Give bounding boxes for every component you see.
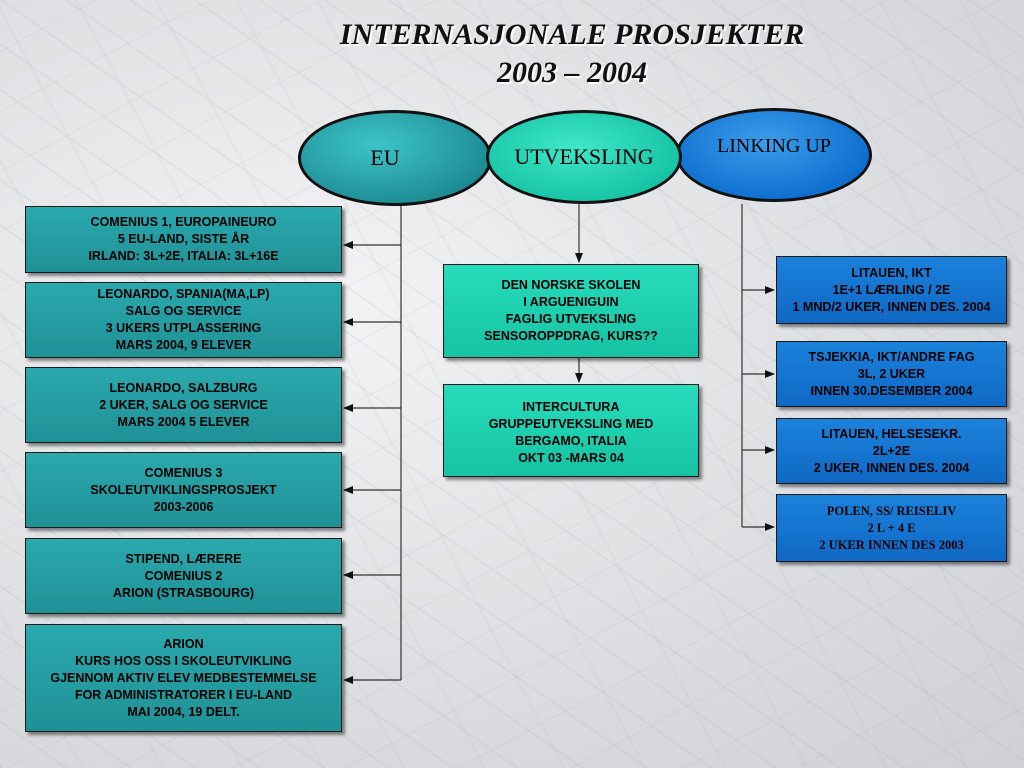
- eu-box-comenius1: COMENIUS 1, EUROPAINEURO 5 EU-LAND, SIST…: [25, 206, 342, 273]
- box-line: 2 UKER INNEN DES 2003: [819, 537, 964, 552]
- box-line: ARION (STRASBOURG): [113, 585, 254, 600]
- box-line: TSJEKKIA, IKT/ANDRE FAG: [808, 349, 975, 364]
- box-line: STIPEND, LÆRERE: [125, 551, 242, 566]
- box-line: INNEN 30.DESEMBER 2004: [810, 383, 973, 398]
- li-box-litauen-ikt: LITAUEN, IKT 1E+1 LÆRLING / 2E 1 MND/2 U…: [776, 256, 1007, 324]
- box-line: MARS 2004 5 ELEVER: [117, 414, 250, 429]
- box-line: 2 UKER, SALG OG SERVICE: [99, 397, 268, 412]
- box-line: GRUPPEUTVEKSLING MED: [488, 417, 654, 431]
- box-line: LITAUEN, HELSESEKR.: [821, 426, 962, 441]
- box-line: IRLAND: 3L+2E, ITALIA: 3L+16E: [88, 249, 279, 263]
- category-utveksling-label: UTVEKSLING: [514, 144, 654, 169]
- page-subtitle: 2003 – 2004: [497, 56, 647, 89]
- box-line: ARION: [163, 636, 204, 651]
- eu-box-stipend: STIPEND, LÆRERE COMENIUS 2 ARION (STRASB…: [25, 538, 342, 614]
- li-box-polen: POLEN, SS/ REISELIV 2 L + 4 E 2 UKER INN…: [776, 494, 1007, 562]
- box-line: SKOLEUTVIKLINGSPROSJEKT: [90, 482, 277, 497]
- box-line: COMENIUS 3: [144, 465, 223, 480]
- box-line: 1E+1 LÆRLING / 2E: [832, 282, 951, 297]
- box-line: LEONARDO, SALZBURG: [109, 380, 258, 395]
- category-eu-label: EU: [370, 145, 400, 170]
- eu-box-leonardo-spania: LEONARDO, SPANIA(MA,LP) SALG OG SERVICE …: [25, 282, 342, 358]
- category-linking-up-label: LINKING UP: [717, 135, 831, 157]
- box-line: 3 UKERS UTPLASSERING: [105, 321, 262, 335]
- box-line: OKT 03 -MARS 04: [518, 451, 624, 465]
- eu-box-arion: ARION KURS HOS OSS I SKOLEUTVIKLING GJEN…: [25, 624, 342, 732]
- box-line: COMENIUS 2: [144, 568, 223, 583]
- category-utveksling-ellipse: UTVEKSLING: [486, 110, 682, 204]
- box-line: 2L+2E: [872, 443, 911, 458]
- page-title: INTERNASJONALE PROSJEKTER: [339, 18, 805, 51]
- box-line: GJENNOM AKTIV ELEV MEDBESTEMMELSE: [50, 670, 317, 685]
- box-line: 2 L + 4 E: [867, 520, 916, 535]
- box-line: MAI 2004, 19 DELT.: [127, 704, 240, 719]
- box-line: DEN NORSKE SKOLEN: [501, 278, 641, 292]
- box-line: BERGAMO, ITALIA: [515, 434, 627, 448]
- box-line: LEONARDO, SPANIA(MA,LP): [97, 287, 270, 301]
- box-line: I ARGUENIGUIN: [523, 295, 619, 309]
- eu-box-comenius3: COMENIUS 3 SKOLEUTVIKLINGSPROSJEKT 2003-…: [25, 452, 342, 528]
- box-line: 2003-2006: [153, 499, 214, 514]
- box-line: FOR ADMINISTRATORER I EU-LAND: [74, 687, 293, 702]
- box-line: FAGLIG UTVEKSLING: [505, 312, 637, 326]
- box-line: POLEN, SS/ REISELIV: [826, 503, 957, 518]
- eu-box-leonardo-salzburg: LEONARDO, SALZBURG 2 UKER, SALG OG SERVI…: [25, 367, 342, 443]
- li-box-litauen-helsesekr: LITAUEN, HELSESEKR. 2L+2E 2 UKER, INNEN …: [776, 418, 1007, 484]
- box-line: 1 MND/2 UKER, INNEN DES. 2004: [792, 299, 991, 314]
- box-line: 5 EU-LAND, SISTE ÅR: [117, 232, 250, 246]
- box-line: MARS 2004, 9 ELEVER: [115, 338, 252, 352]
- box-line: LITAUEN, IKT: [851, 265, 932, 280]
- ut-box-den-norske-skolen: DEN NORSKE SKOLEN I ARGUENIGUIN FAGLIG U…: [443, 264, 699, 358]
- ut-box-intercultura: INTERCULTURA GRUPPEUTVEKSLING MED BERGAM…: [443, 384, 699, 477]
- category-eu-ellipse: EU: [298, 110, 492, 206]
- box-line: KURS HOS OSS I SKOLEUTVIKLING: [75, 653, 292, 668]
- category-linking-up-ellipse: LINKING UP: [676, 108, 872, 202]
- box-line: 2 UKER, INNEN DES. 2004: [813, 460, 970, 475]
- box-line: INTERCULTURA: [522, 400, 620, 414]
- box-line: 3L, 2 UKER: [857, 366, 926, 381]
- box-line: SALG OG SERVICE: [125, 304, 242, 318]
- box-line: SENSOROPPDRAG, KURS??: [484, 329, 658, 343]
- li-box-tsjekkia: TSJEKKIA, IKT/ANDRE FAG 3L, 2 UKER INNEN…: [776, 341, 1007, 407]
- box-line: COMENIUS 1, EUROPAINEURO: [90, 215, 277, 229]
